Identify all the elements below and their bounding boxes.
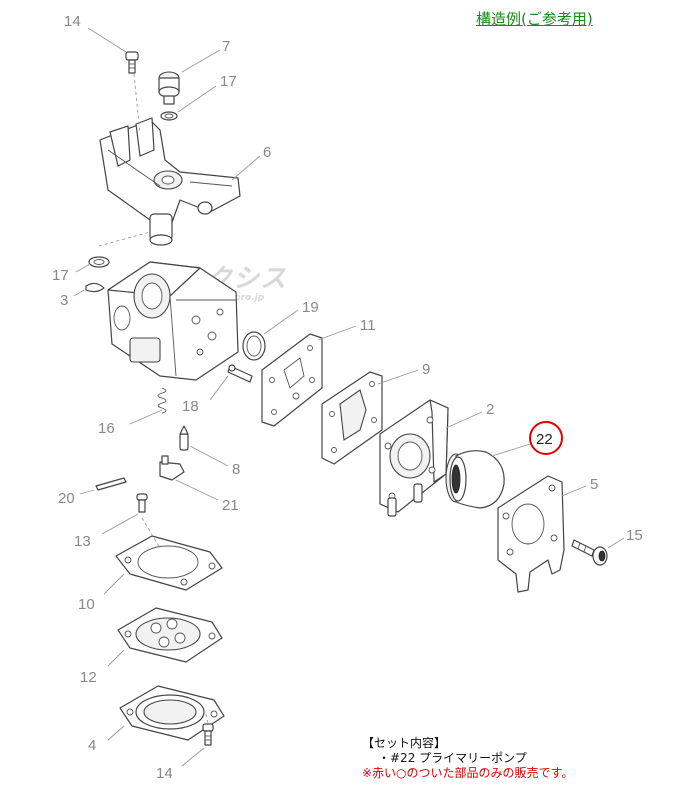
part-21-lever	[159, 455, 185, 481]
callout-17b: 17	[52, 267, 69, 284]
part-14-screw-top	[125, 51, 139, 74]
set-contents-note: ※赤い○のついた部品のみの販売です。	[362, 766, 574, 780]
part-16-spring	[157, 387, 167, 414]
diagram-title: 構造例(ご参考用)	[476, 10, 593, 28]
leader-3	[73, 289, 85, 297]
leader-12	[107, 649, 125, 667]
part-5-cover-plate	[497, 475, 565, 593]
axis-line-bottom-screw	[205, 713, 209, 725]
set-contents-box: 【セット内容】 ・#22 プライマリーポンプ ※赤い○のついた部品のみの販売です…	[362, 736, 573, 781]
set-contents-item: ・#22 プライマリーポンプ	[378, 751, 527, 765]
callout-8: 8	[232, 461, 240, 478]
leader-21	[175, 479, 219, 501]
leader-13	[101, 513, 139, 535]
leader-17b-axis	[98, 231, 151, 247]
callout-20: 20	[58, 490, 75, 507]
leader-17a	[177, 85, 217, 113]
leader-16	[129, 409, 163, 425]
callout-18: 18	[182, 398, 199, 415]
callout-16: 16	[98, 420, 115, 437]
part-18-needle	[227, 364, 253, 383]
callout-22: 22	[536, 431, 553, 448]
leader-22	[491, 443, 531, 457]
part-3-clip	[85, 282, 105, 293]
leader-9	[377, 369, 419, 385]
part-13-screw	[136, 493, 148, 513]
callout-17a: 17	[220, 73, 237, 90]
part-22-primer-bulb	[445, 450, 505, 509]
part-2-pump-body	[379, 399, 449, 517]
callout-5: 5	[590, 476, 598, 493]
callout-11: 11	[360, 317, 376, 334]
leader-18	[209, 375, 229, 401]
part-carburetor-body	[107, 261, 239, 381]
part-20-pin	[95, 477, 127, 491]
callout-19: 19	[302, 299, 319, 316]
part-4-cover	[119, 685, 225, 741]
leader-14b	[181, 747, 205, 767]
callout-6: 6	[263, 144, 271, 161]
callout-13: 13	[74, 533, 91, 550]
leader-5	[561, 485, 587, 497]
callout-12: 12	[80, 669, 97, 686]
set-contents-heading: 【セット内容】	[362, 736, 447, 750]
callout-3: 3	[60, 292, 68, 309]
part-9-diaphragm	[321, 371, 383, 465]
leader-7	[181, 49, 221, 73]
part-14-screw-bottom	[202, 723, 214, 746]
leader-8	[189, 445, 229, 467]
callout-4: 4	[88, 737, 96, 754]
leader-19	[263, 309, 299, 335]
part-12-diaphragm	[117, 607, 223, 663]
callout-10: 10	[78, 596, 95, 613]
leader-6	[231, 155, 261, 181]
part-11-gasket	[261, 333, 323, 427]
callout-7: 7	[222, 38, 230, 55]
callout-9: 9	[422, 361, 430, 378]
part-19-oring	[242, 331, 266, 361]
callout-14b: 14	[156, 765, 173, 782]
leader-20	[79, 489, 95, 495]
part-8-needle-valve	[179, 425, 189, 451]
part-17-ring-top	[160, 111, 178, 121]
leader-4	[107, 725, 125, 741]
leader-15	[607, 537, 625, 549]
callout-14a: 14	[64, 13, 81, 30]
leader-10	[103, 573, 125, 595]
part-6-lever-assembly	[99, 117, 241, 246]
part-10-gasket	[115, 535, 223, 591]
leader-11	[317, 325, 357, 341]
callout-2: 2	[486, 401, 494, 418]
highlight-circle-22	[529, 421, 563, 455]
part-15-screw	[571, 539, 608, 566]
leader-17b	[75, 263, 91, 273]
callout-15: 15	[626, 527, 643, 544]
part-7-knob	[158, 71, 180, 105]
axis-line-top	[133, 73, 141, 135]
callout-21: 21	[222, 497, 239, 514]
leader-14a	[87, 27, 127, 53]
leader-2	[445, 411, 483, 429]
part-17-ring-mid	[88, 256, 110, 268]
